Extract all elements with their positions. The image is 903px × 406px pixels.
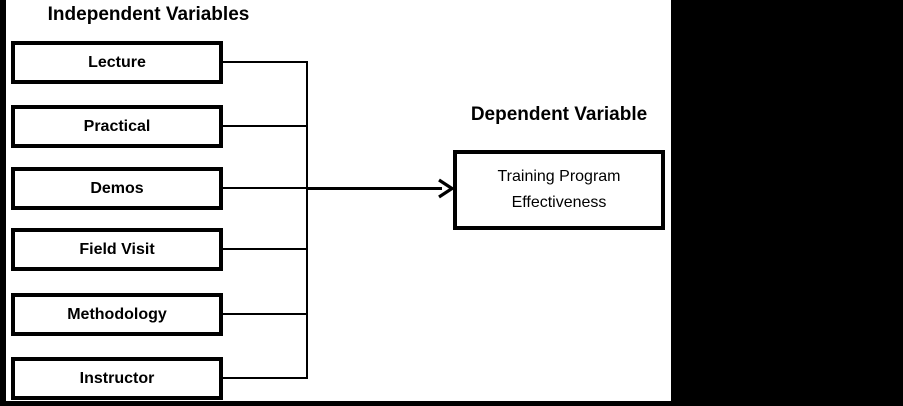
variable-label: Methodology bbox=[67, 305, 167, 323]
right-arrowhead-icon bbox=[438, 178, 454, 199]
variable-box-methodology: Methodology bbox=[11, 293, 223, 336]
variable-label: Lecture bbox=[88, 53, 146, 71]
connector-line-practical bbox=[223, 125, 308, 127]
variable-label: Practical bbox=[83, 117, 151, 135]
connector-line-field-visit bbox=[223, 248, 308, 250]
connector-line-instructor bbox=[223, 377, 308, 379]
variable-box-practical: Practical bbox=[11, 105, 223, 148]
connector-line-methodology bbox=[223, 313, 308, 315]
connector-line-demos bbox=[223, 187, 308, 189]
dependent-box-line1: Training Program bbox=[497, 168, 621, 185]
variable-box-field-visit: Field Visit bbox=[11, 228, 223, 271]
dependent-box-line2: Effectiveness bbox=[511, 194, 607, 211]
spine-line bbox=[306, 61, 308, 379]
dependent-variable-title: Dependent Variable bbox=[470, 104, 648, 125]
variable-box-lecture: Lecture bbox=[11, 41, 223, 84]
variable-box-demos: Demos bbox=[11, 167, 223, 210]
left-black-bar bbox=[0, 0, 6, 406]
dependent-variable-box: Training Program Effectiveness bbox=[453, 150, 665, 230]
variable-label: Field Visit bbox=[79, 240, 155, 258]
variable-label: Demos bbox=[90, 179, 144, 197]
variable-label: Instructor bbox=[79, 369, 155, 387]
right-black-panel bbox=[671, 0, 903, 406]
independent-variables-title: Independent Variables bbox=[47, 4, 250, 25]
variable-box-instructor: Instructor bbox=[11, 357, 223, 400]
connector-line-lecture bbox=[223, 61, 308, 63]
arrow-line bbox=[306, 187, 442, 190]
bottom-black-bar bbox=[0, 401, 903, 406]
